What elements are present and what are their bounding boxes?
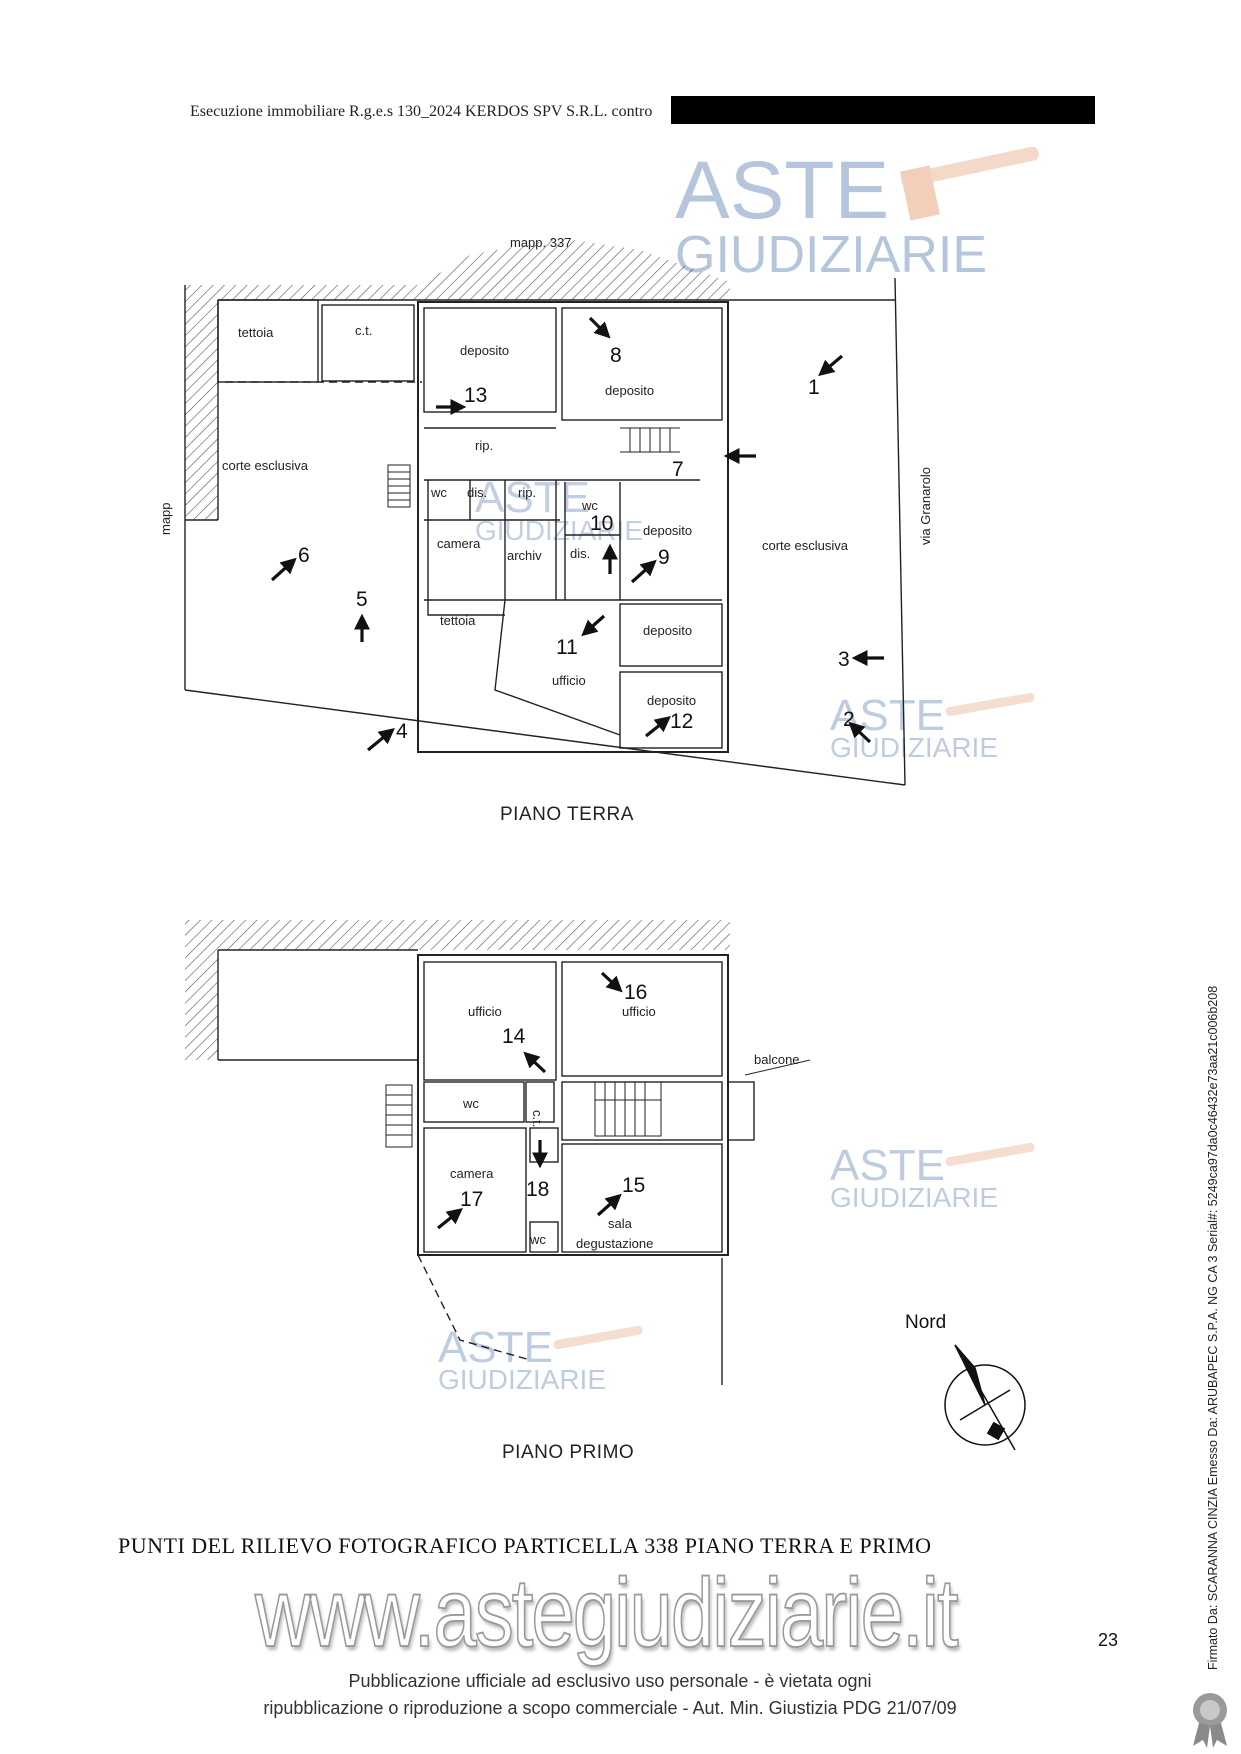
svg-text:9: 9	[658, 546, 670, 569]
publication-notice-line2: ripubblicazione o riproduzione a scopo c…	[263, 1698, 957, 1718]
svg-text:14: 14	[502, 1025, 526, 1048]
svg-text:camera: camera	[437, 536, 481, 551]
svg-text:mapp. 337: mapp. 337	[510, 235, 571, 250]
svg-text:5: 5	[356, 588, 368, 611]
svg-text:10: 10	[590, 512, 613, 535]
svg-text:4: 4	[396, 720, 408, 743]
redaction-bar	[671, 96, 1095, 124]
photo-arrow-12	[645, 716, 671, 738]
svg-text:tettoia: tettoia	[440, 613, 476, 628]
svg-text:dis.: dis.	[570, 546, 590, 561]
svg-text:mapp: mapp	[158, 502, 173, 535]
svg-text:ASTE: ASTE	[475, 473, 590, 522]
photo-arrow-2	[848, 721, 872, 744]
seal-icon	[1193, 1693, 1227, 1748]
svg-text:PIANO PRIMO: PIANO PRIMO	[502, 1442, 634, 1463]
svg-text:ASTE: ASTE	[830, 1141, 945, 1190]
svg-text:sala: sala	[608, 1216, 633, 1231]
svg-text:dis.: dis.	[467, 485, 487, 500]
photo-arrow-16	[600, 971, 623, 993]
ground-floor-point-numbers: 1 2 3 4 5 6 7 8 9 10 11 12 13	[298, 344, 855, 743]
watermark-logo-top: ASTE GIUDIZIARIE	[675, 145, 1039, 284]
svg-text:2: 2	[843, 708, 855, 731]
photo-arrow-8	[588, 316, 611, 339]
svg-text:15: 15	[622, 1174, 645, 1197]
photo-arrow-14	[523, 1051, 547, 1074]
photo-arrow-6	[270, 557, 297, 582]
svg-text:1: 1	[808, 376, 820, 399]
watermark-logo-mid: ASTE GIUDIZIARIE	[475, 473, 643, 546]
first-floor-point-numbers: 14 15 16 17 18	[460, 981, 647, 1211]
ground-floor-photo-points	[270, 316, 884, 752]
photo-arrow-11	[581, 614, 606, 637]
first-floor-photo-points	[437, 971, 623, 1230]
photo-arrow-15	[596, 1193, 622, 1217]
svg-text:deposito: deposito	[460, 343, 509, 358]
svg-text:archiv: archiv	[507, 548, 542, 563]
svg-text:16: 16	[624, 981, 647, 1004]
north-compass-icon	[944, 1344, 1026, 1451]
svg-text:PIANO TERRA: PIANO TERRA	[500, 804, 634, 825]
svg-text:deposito: deposito	[643, 523, 692, 538]
svg-text:7: 7	[672, 458, 684, 481]
svg-text:c.t.: c.t.	[355, 323, 372, 338]
svg-text:tettoia: tettoia	[238, 325, 274, 340]
first-floor-labels: ufficio ufficio balcone wc c.t. camera s…	[450, 1004, 800, 1463]
page-number: 23	[1098, 1630, 1119, 1650]
svg-text:rip.: rip.	[475, 438, 493, 453]
photo-arrow-1	[818, 354, 844, 377]
photo-arrow-17	[437, 1208, 463, 1230]
svg-text:deposito: deposito	[605, 383, 654, 398]
svg-text:8: 8	[610, 344, 622, 367]
watermark-logo-right-first: ASTE GIUDIZIARIE	[830, 1141, 1035, 1213]
svg-text:degustazione: degustazione	[576, 1236, 653, 1251]
svg-text:12: 12	[670, 710, 693, 733]
svg-text:corte esclusiva: corte esclusiva	[222, 458, 309, 473]
svg-text:wc: wc	[430, 485, 447, 500]
svg-text:rip.: rip.	[518, 485, 536, 500]
svg-text:GIUDIZIARIE: GIUDIZIARIE	[438, 1364, 606, 1395]
svg-text:ufficio: ufficio	[468, 1004, 502, 1019]
photo-arrow-9	[630, 559, 657, 584]
svg-text:balcone: balcone	[754, 1052, 800, 1067]
svg-text:deposito: deposito	[647, 693, 696, 708]
watermark-logo-bottom: ASTE GIUDIZIARIE	[438, 1323, 643, 1395]
compass-label: Nord	[905, 1312, 946, 1333]
document-header: Esecuzione immobiliare R.g.e.s 130_2024 …	[190, 103, 653, 120]
ground-floor-labels: mapp. 337 mapp via Granarolo tettoia c.t…	[158, 235, 933, 825]
first-floor-plan	[185, 920, 811, 1385]
svg-text:GIUDIZIARIE: GIUDIZIARIE	[675, 226, 987, 284]
svg-text:deposito: deposito	[643, 623, 692, 638]
svg-text:via Granarolo: via Granarolo	[918, 467, 933, 545]
svg-text:wc: wc	[529, 1232, 546, 1247]
svg-text:ufficio: ufficio	[552, 673, 586, 688]
svg-text:GIUDIZIARIE: GIUDIZIARIE	[830, 1182, 998, 1213]
svg-text:3: 3	[838, 648, 850, 671]
digital-signature-sidebar: Firmato Da: SCARANNA CINZIA Emesso Da: A…	[1206, 985, 1220, 1670]
watermark-logo-right-ground: ASTE GIUDIZIARIE	[830, 691, 1035, 763]
svg-text:GIUDIZIARIE: GIUDIZIARIE	[830, 732, 998, 763]
website-watermark: www.astegiudiziarie.it	[254, 1556, 959, 1668]
svg-text:wc: wc	[581, 498, 598, 513]
svg-text:camera: camera	[450, 1166, 494, 1181]
svg-text:ASTE: ASTE	[438, 1323, 553, 1372]
svg-text:wc: wc	[462, 1096, 479, 1111]
svg-text:13: 13	[464, 384, 487, 407]
svg-text:ufficio: ufficio	[622, 1004, 656, 1019]
svg-text:18: 18	[526, 1178, 549, 1201]
photo-arrow-4	[366, 727, 395, 752]
svg-text:corte esclusiva: corte esclusiva	[762, 538, 849, 553]
svg-text:ASTE: ASTE	[675, 145, 889, 236]
svg-text:17: 17	[460, 1188, 483, 1211]
ground-floor-plan	[184, 238, 906, 786]
publication-notice-line1: Pubblicazione ufficiale ad esclusivo uso…	[348, 1671, 872, 1691]
svg-text:c.t.: c.t.	[530, 1110, 545, 1127]
svg-text:11: 11	[556, 636, 578, 659]
figure-caption: PUNTI DEL RILIEVO FOTOGRAFICO PARTICELLA…	[118, 1533, 932, 1558]
svg-text:6: 6	[298, 544, 310, 567]
